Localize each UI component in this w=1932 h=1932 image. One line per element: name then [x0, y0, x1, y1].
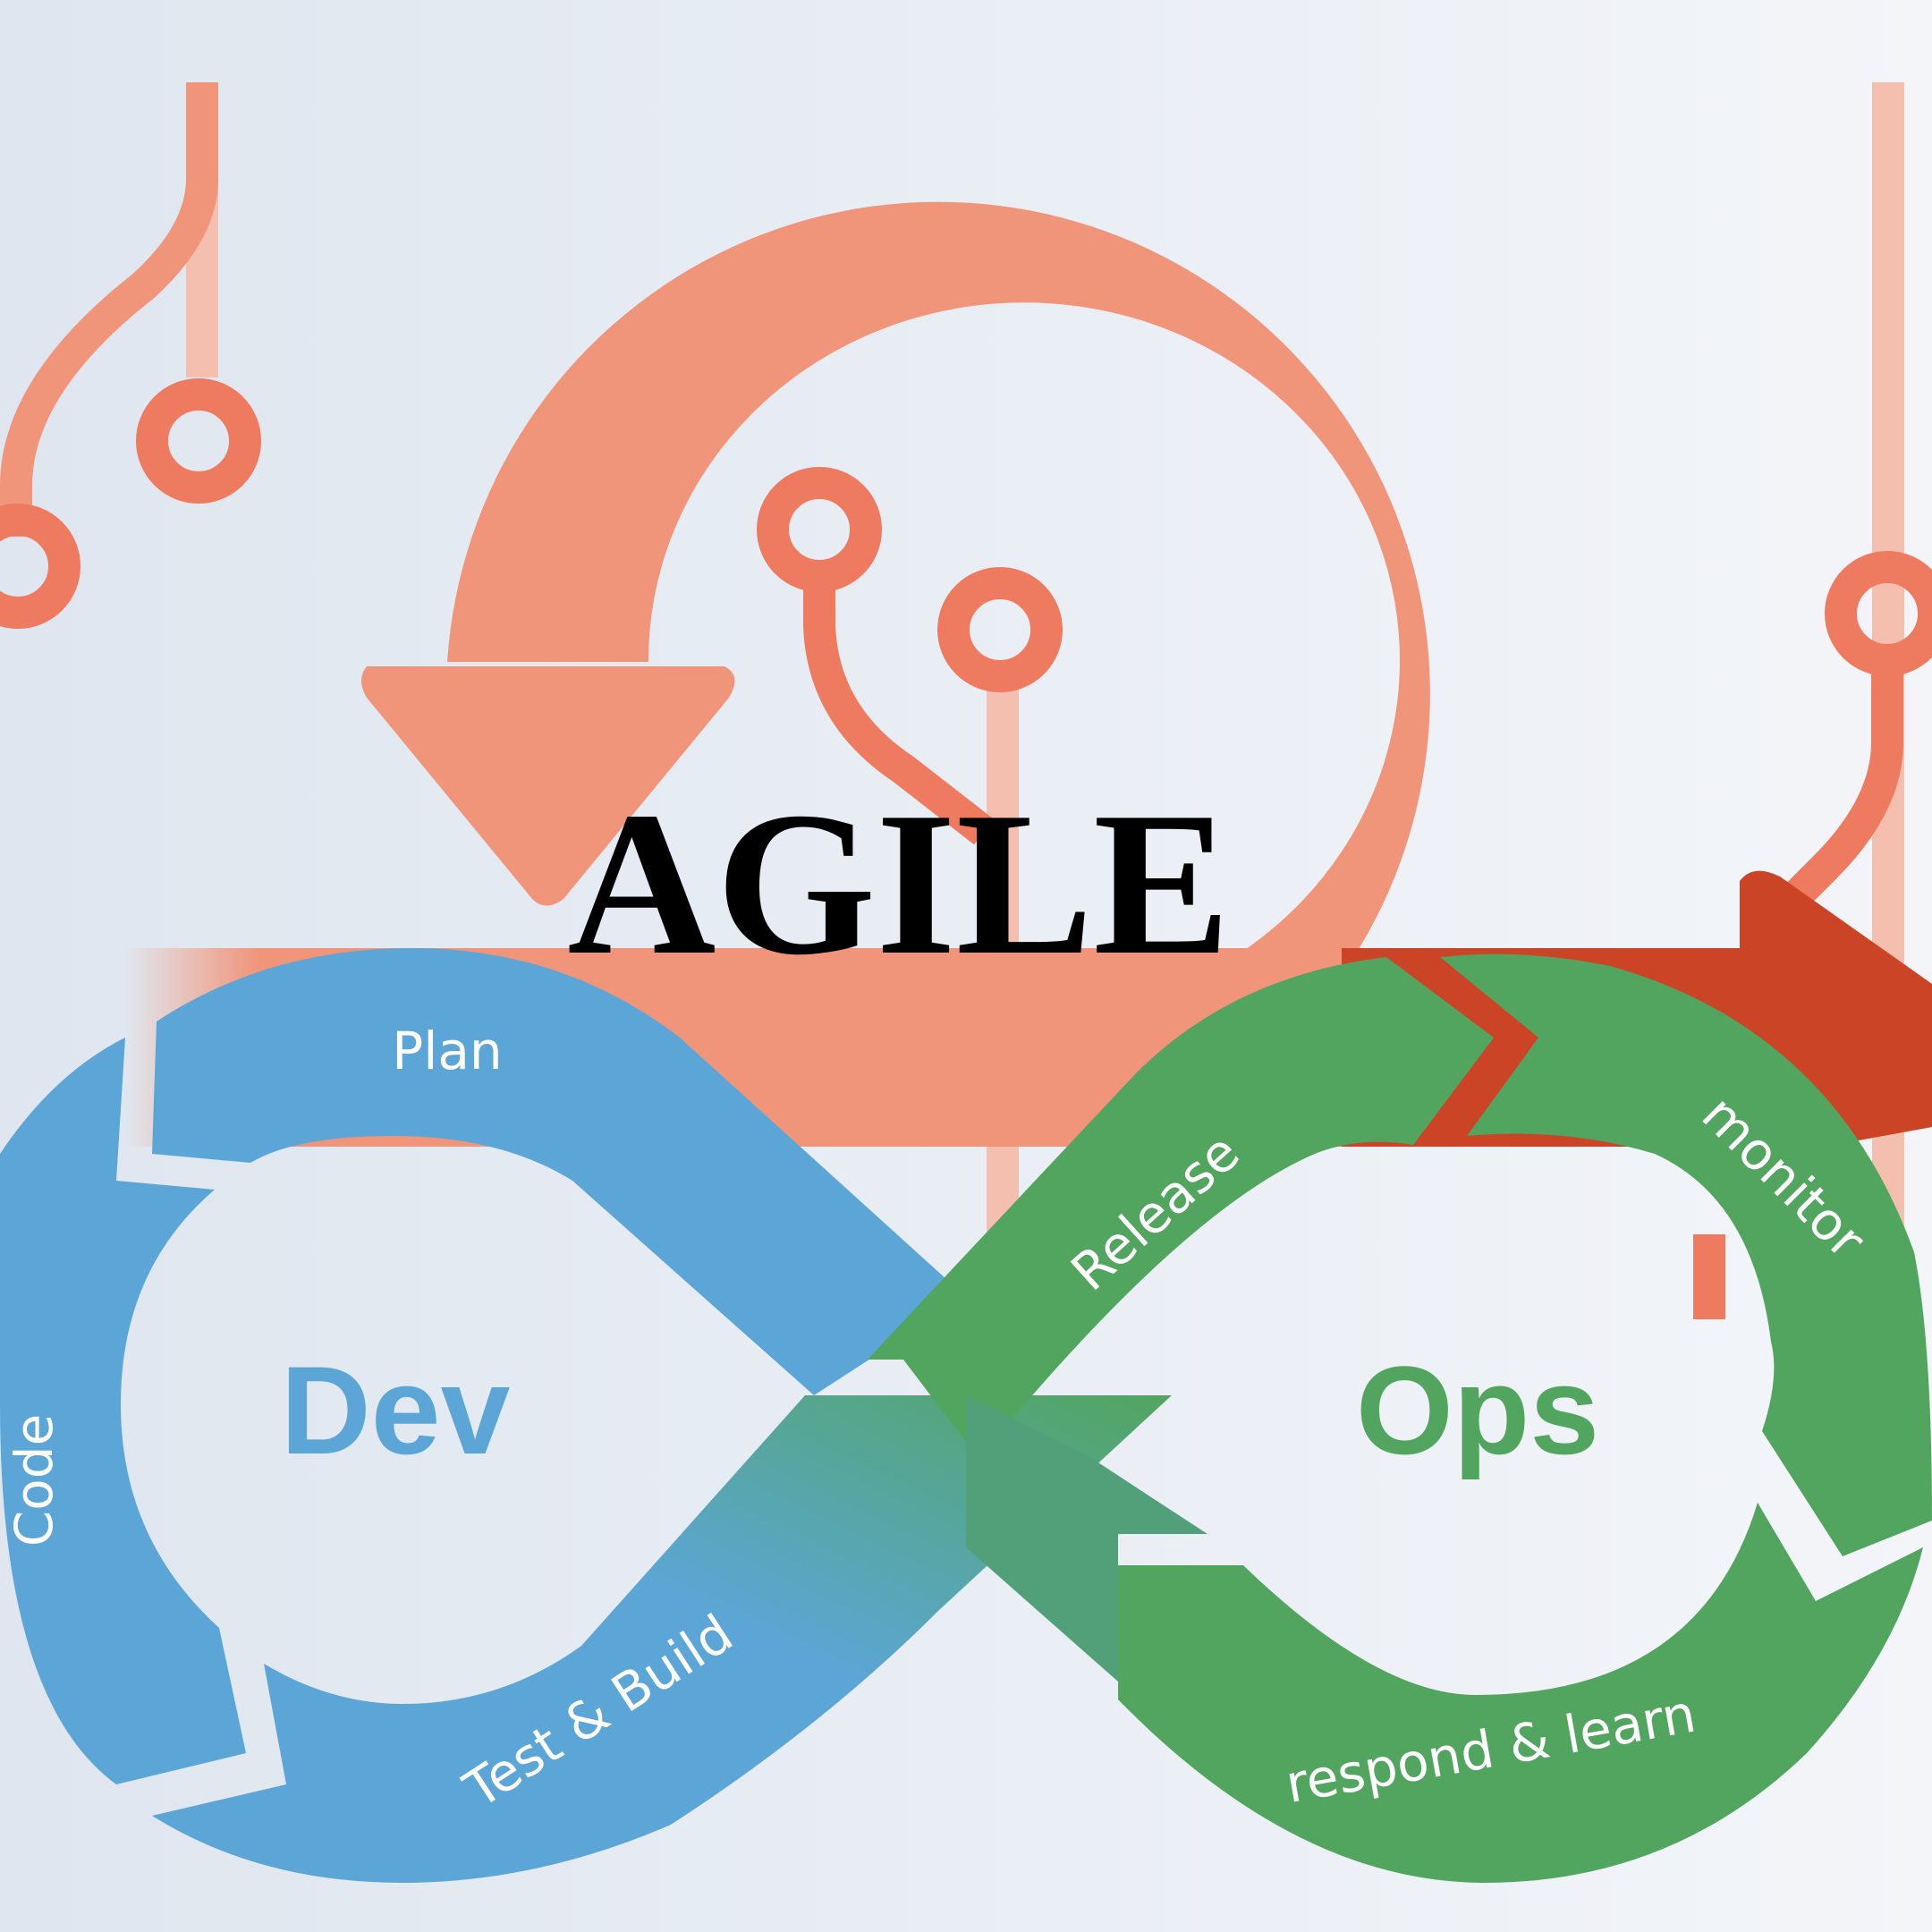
- agile-cycle-arrow: [361, 201, 1430, 1131]
- stage-label-plan: Plan: [392, 1021, 502, 1081]
- ops-label: Ops: [1356, 1340, 1599, 1480]
- dev-label: Dev: [281, 1340, 511, 1480]
- dev-loop: [0, 948, 1172, 1883]
- agile-title: AGILE: [567, 769, 1230, 997]
- stage-label-code: Code: [4, 1414, 64, 1546]
- circuit-decoration-left: [0, 82, 261, 629]
- ops-loop: [868, 953, 1932, 1883]
